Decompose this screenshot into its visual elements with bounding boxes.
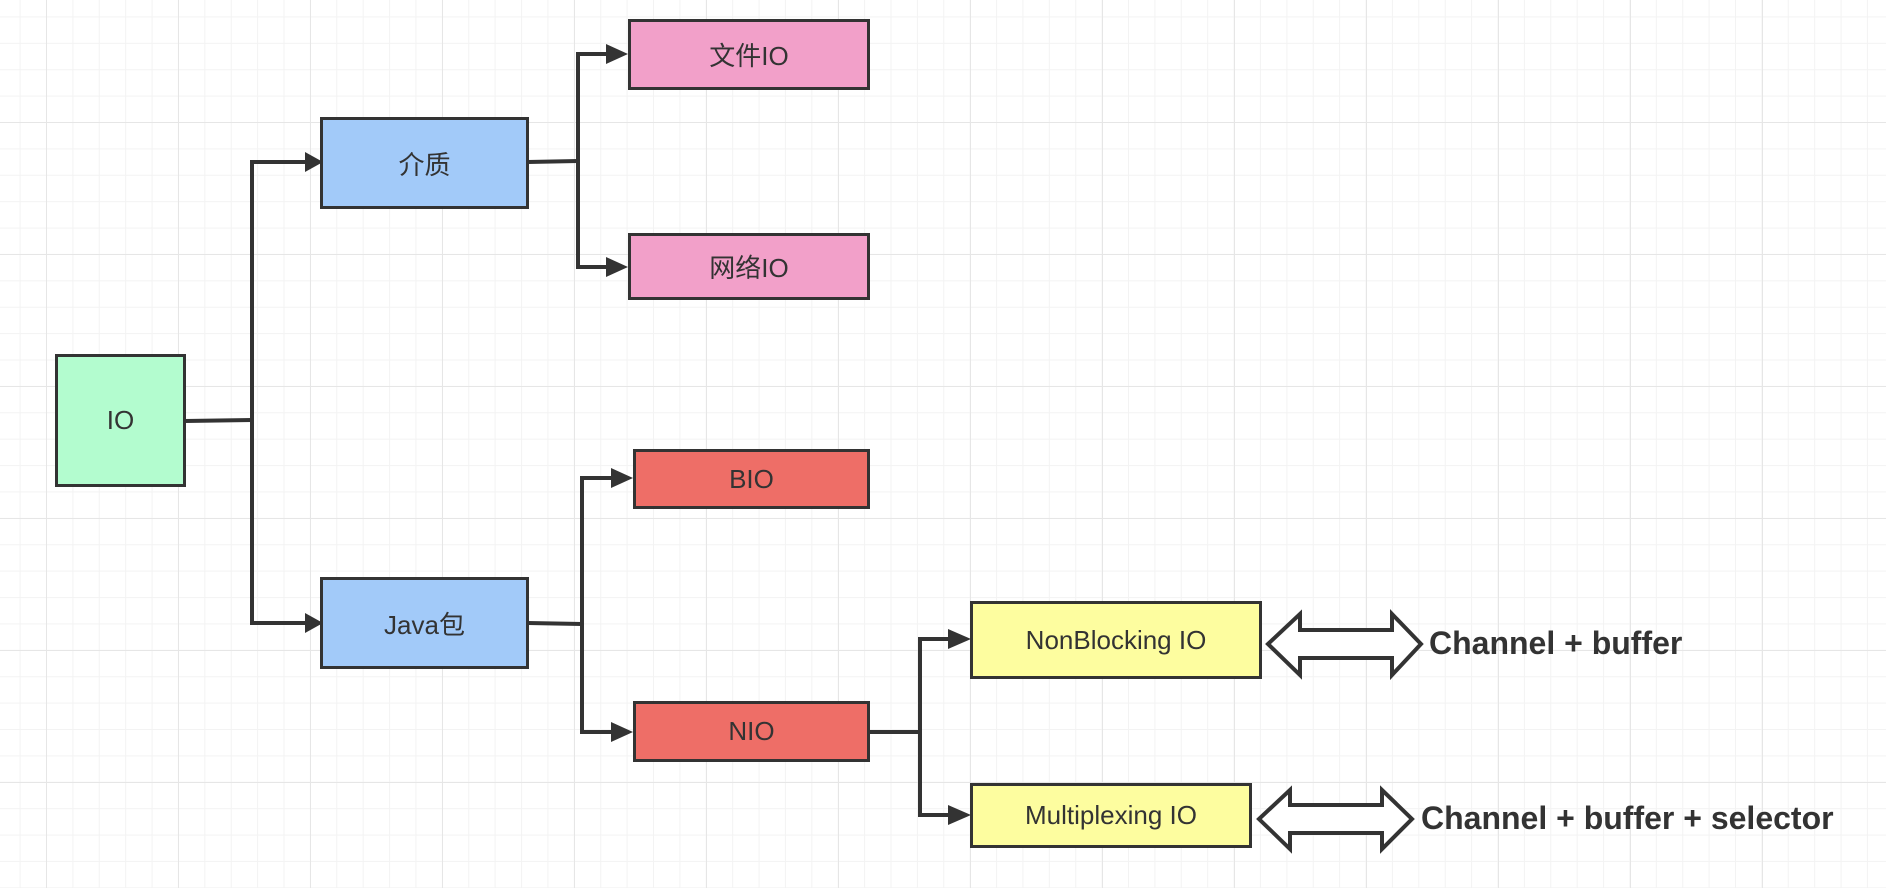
node-nio-label: NIO xyxy=(728,716,775,746)
node-medium-label: 介质 xyxy=(398,149,451,180)
connector-io-branches xyxy=(184,152,323,633)
node-io[interactable]: IO xyxy=(55,354,186,487)
node-java-package[interactable]: Java包 xyxy=(320,577,529,669)
node-file-io-label: 文件IO xyxy=(709,41,789,71)
node-bio-label: BIO xyxy=(729,463,774,494)
node-multiplexing-io[interactable]: Multiplexing IO xyxy=(970,783,1252,848)
connector-medium-to-file-io xyxy=(576,52,616,161)
node-bio[interactable]: BIO xyxy=(633,449,870,509)
connector-java-trunk xyxy=(527,621,583,626)
connector-nio-branches xyxy=(869,629,971,825)
node-file-io[interactable]: 文件IO xyxy=(628,19,870,90)
connector-java-to-bio xyxy=(580,476,621,624)
double-arrow-multiplexing xyxy=(1256,785,1415,854)
node-nonblocking-io[interactable]: NonBlocking IO xyxy=(970,601,1262,679)
connector-java-to-nio xyxy=(580,624,621,734)
node-java-package-label: Java包 xyxy=(384,609,465,640)
connector-nio-to-multiplexing xyxy=(918,732,958,817)
node-io-label: IO xyxy=(106,405,135,435)
annotation-multiplexing: Channel + buffer + selector xyxy=(1421,800,1834,836)
connector-nio-to-nonblocking xyxy=(918,637,958,732)
double-arrow-nonblocking xyxy=(1265,609,1424,681)
connector-java-branches xyxy=(527,468,633,742)
node-medium[interactable]: 介质 xyxy=(320,117,529,209)
connector-medium-branches xyxy=(527,44,628,277)
node-nonblocking-io-label: NonBlocking IO xyxy=(1025,624,1207,655)
connector-io-to-medium xyxy=(250,158,320,420)
annotation-nonblocking: Channel + buffer xyxy=(1429,625,1683,661)
connector-io-to-java xyxy=(250,420,320,627)
node-network-io-label: 网络IO xyxy=(709,253,789,283)
node-multiplexing-io-label: Multiplexing IO xyxy=(1025,800,1197,830)
connector-medium-to-network-io xyxy=(576,161,616,269)
connector-io-trunk xyxy=(184,418,253,423)
node-network-io[interactable]: 网络IO xyxy=(628,233,870,300)
connector-medium-trunk xyxy=(527,159,579,164)
node-nio[interactable]: NIO xyxy=(633,701,870,762)
